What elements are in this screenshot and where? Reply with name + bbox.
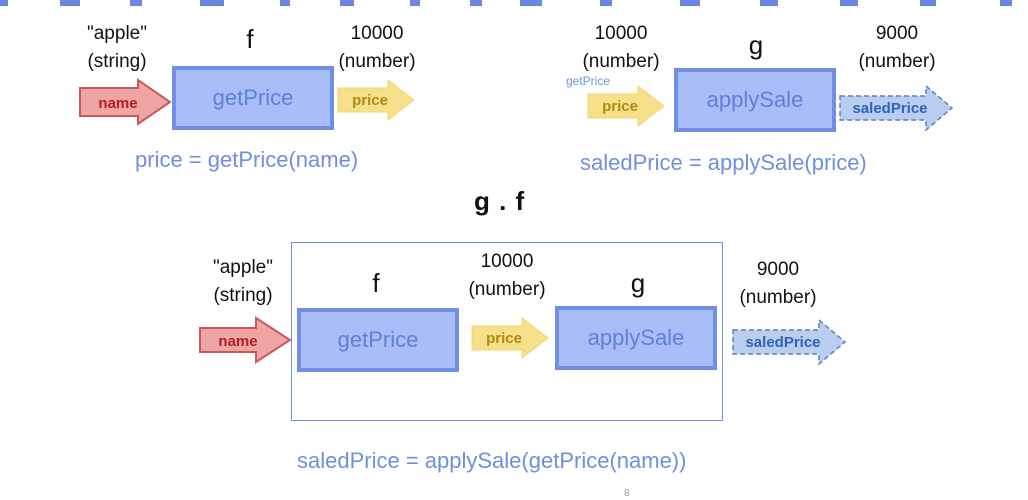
comp-output-arrow-label: saledPrice <box>745 334 820 351</box>
output-arrow-saledPrice: saledPrice <box>839 84 954 132</box>
applySale-box: applySale <box>674 68 836 132</box>
comp-input-arrow-name: name <box>199 316 292 364</box>
composition-title: g . f <box>474 186 526 216</box>
getPrice-box: getPrice <box>172 66 334 130</box>
comp-function-letter-f: f <box>372 268 380 298</box>
output-type-label: (number) <box>338 51 416 72</box>
small-note-label: getPrice <box>566 74 611 88</box>
input-arrow-price: price <box>587 84 665 128</box>
input-arrow-name: name <box>79 78 172 126</box>
top-decoration <box>0 0 1028 6</box>
composition-frame <box>291 242 723 421</box>
comp-input-value-label: "apple" <box>213 257 273 278</box>
comp-output-arrow-saledPrice: saledPrice <box>732 318 847 366</box>
input-value-label: "apple" <box>87 23 147 44</box>
output-arrow-price: price <box>337 78 415 122</box>
comp-output-value-label: 9000 <box>756 259 800 280</box>
page-number: 8 <box>624 488 630 499</box>
comp-mid-arrow-label: price <box>486 330 522 347</box>
formula-getPrice: price = getPrice(name) <box>135 147 359 172</box>
comp-output-type-label: (number) <box>739 287 817 308</box>
input-type-label: (number) <box>582 51 660 72</box>
function-letter-g: g <box>748 30 764 60</box>
comp-mid-value-label: 10000 <box>480 251 534 272</box>
comp-input-type-label: (string) <box>213 285 273 306</box>
formula-composition: saledPrice = applySale(getPrice(name)) <box>297 448 687 473</box>
output-type-label: (number) <box>858 51 936 72</box>
formula-applySale: saledPrice = applySale(price) <box>580 150 867 175</box>
comp-getPrice-box: getPrice <box>297 308 459 372</box>
input-arrow-label: price <box>602 98 638 115</box>
input-arrow-label: name <box>98 95 137 112</box>
comp-mid-arrow-price: price <box>471 316 549 360</box>
output-value-label: 10000 <box>350 23 404 44</box>
output-value-label: 9000 <box>875 23 919 44</box>
input-type-label: (string) <box>87 51 147 72</box>
comp-function-letter-g: g <box>630 268 646 298</box>
comp-applySale-box: applySale <box>555 306 717 370</box>
comp-input-arrow-label: name <box>218 333 257 350</box>
input-value-label: 10000 <box>594 23 648 44</box>
output-arrow-label: price <box>352 92 388 109</box>
function-letter-f: f <box>246 24 254 54</box>
comp-mid-type-label: (number) <box>468 279 546 300</box>
output-arrow-label: saledPrice <box>852 100 927 117</box>
